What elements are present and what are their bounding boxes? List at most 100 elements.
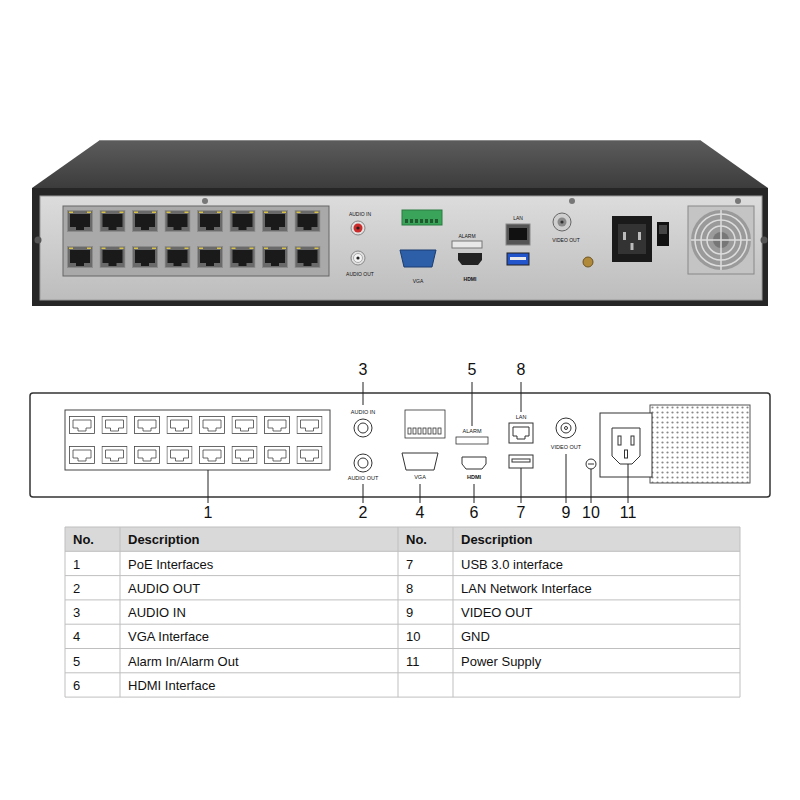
top-edge — [100, 140, 700, 141]
rj45-port — [263, 247, 288, 268]
alarm-strip — [456, 437, 488, 444]
rj45-port — [232, 447, 257, 464]
table-cell: 4 — [73, 630, 80, 643]
table-cell: 8 — [406, 581, 413, 594]
callout-number: 3 — [359, 362, 368, 378]
table-cell: 10 — [406, 630, 420, 643]
table-header: No. — [73, 533, 94, 546]
audio-out-jack — [351, 251, 365, 265]
rj45-port — [165, 211, 190, 232]
callout-number: 4 — [416, 505, 425, 521]
port-label: VGA — [413, 279, 424, 284]
gnd-screw — [586, 459, 596, 469]
port-label: VIDEO OUT — [551, 445, 581, 451]
gnd-screw — [583, 257, 593, 267]
callout-number: 9 — [562, 505, 571, 521]
power-socket — [612, 216, 652, 262]
poe-ports — [70, 417, 323, 464]
rj45-port — [263, 211, 288, 232]
poe-ports — [68, 211, 321, 268]
rj45-port — [102, 417, 127, 434]
table-header: Description — [461, 533, 533, 546]
port-label: AUDIO IN — [351, 410, 375, 416]
table-cell: 3 — [73, 606, 80, 619]
hdmi-port — [458, 253, 482, 265]
rj45-port — [200, 417, 225, 434]
rj45-port — [200, 447, 225, 464]
rj45-port — [70, 417, 95, 434]
table-cell: HDMI Interface — [128, 679, 215, 692]
rj45-port — [297, 417, 322, 434]
poe-block — [65, 410, 330, 470]
table-grid — [65, 527, 740, 697]
table-cell: GND — [461, 630, 490, 643]
table-cell: 9 — [406, 606, 413, 619]
rj45-port — [135, 447, 160, 464]
rj45-port — [133, 247, 158, 268]
rj45-port — [198, 247, 223, 268]
port-label: LAN — [513, 216, 523, 221]
rj45-port — [295, 247, 320, 268]
table-cell: 2 — [73, 581, 80, 594]
port-label: AUDIO IN — [349, 212, 371, 217]
vga-port — [402, 453, 438, 470]
table-cell: LAN Network Interface — [461, 581, 592, 594]
screw — [35, 237, 42, 244]
rj45-port — [230, 247, 255, 268]
screw — [761, 237, 768, 244]
rj45-port — [68, 247, 93, 268]
rj45-port — [167, 447, 192, 464]
callout-number: 2 — [359, 505, 368, 521]
table-header-bg — [65, 527, 740, 551]
port-label: AUDIO OUT — [346, 272, 374, 277]
bnc-connector — [556, 418, 576, 438]
rj45-port — [230, 211, 255, 232]
table-header: Description — [128, 533, 200, 546]
table-cell: USB 3.0 interface — [461, 557, 563, 570]
fan — [688, 206, 754, 274]
rj45-port — [70, 447, 95, 464]
table-cell: 6 — [73, 679, 80, 692]
lan-port — [506, 224, 530, 245]
table-cell: AUDIO IN — [128, 606, 186, 619]
usb-port — [507, 253, 529, 265]
lan-port — [509, 423, 533, 443]
table-cell: 1 — [73, 557, 80, 570]
callout-number: 7 — [517, 505, 526, 521]
port-label: LAN — [516, 415, 527, 421]
rear-schematic — [30, 382, 770, 503]
rj45-port — [265, 417, 290, 434]
vga-port — [400, 250, 436, 267]
rj45-port — [265, 447, 290, 464]
rj45-port — [102, 447, 127, 464]
hdmi-port — [462, 457, 486, 469]
callout-number: 10 — [582, 505, 600, 521]
fan-vent — [650, 405, 750, 483]
screw — [735, 198, 741, 204]
rj45-port — [167, 417, 192, 434]
table-cell: VGA Interface — [128, 630, 209, 643]
bnc-connector — [553, 213, 571, 231]
table-lines — [65, 527, 740, 697]
callout-number: 6 — [470, 505, 479, 521]
table-cell: Power Supply — [461, 654, 541, 667]
rear-panel — [40, 196, 762, 300]
port-label: ALARM — [463, 429, 482, 435]
rj45-port — [198, 211, 223, 232]
callout-number: 5 — [468, 362, 477, 378]
device-top — [32, 140, 768, 188]
table-cell: VIDEO OUT — [461, 606, 533, 619]
rj45-port — [295, 211, 320, 232]
table-cell: PoE Interfaces — [128, 557, 213, 570]
port-label: VGA — [414, 475, 426, 481]
screw — [202, 198, 208, 204]
rj45-port — [232, 417, 257, 434]
usb-port — [509, 455, 533, 468]
table-header: No. — [406, 533, 427, 546]
rj45-port — [68, 211, 93, 232]
terminal-block — [405, 410, 445, 438]
panel-outline — [30, 393, 770, 497]
rj45-port — [133, 211, 158, 232]
rj45-port — [100, 211, 125, 232]
